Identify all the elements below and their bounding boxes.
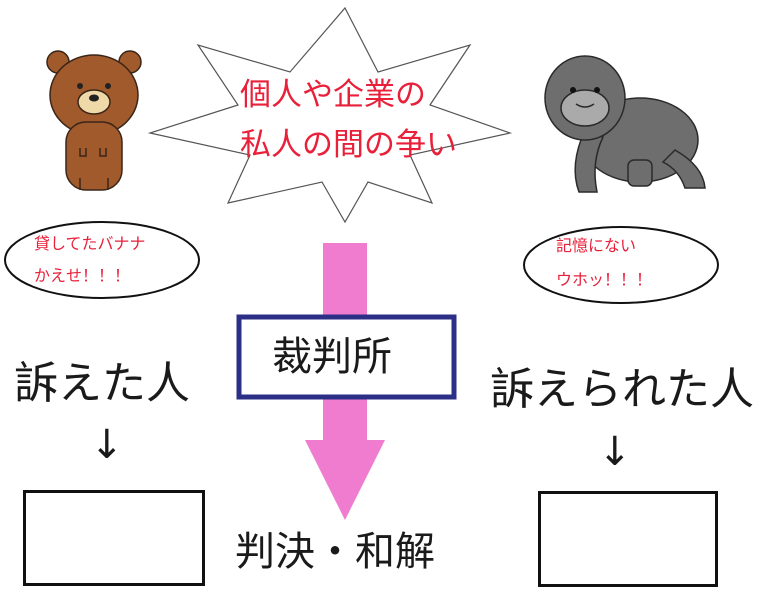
gorilla-bubble-line-2: ウホッ！！！ — [556, 270, 653, 289]
bear-bubble-line-1: 貸してたバナナ — [34, 234, 146, 253]
gorilla-bubble-line-1: 記憶にない — [556, 236, 637, 255]
bear-speech-bubble — [4, 221, 200, 299]
plaintiff-label: 訴えた人 — [14, 358, 190, 409]
gorilla-illustration — [544, 55, 706, 193]
defendant-label: 訴えられた人 — [490, 364, 754, 415]
burst-text-line-2: 私人の間の争い — [240, 127, 457, 163]
court-box — [236, 314, 457, 400]
court-label: 裁判所 — [272, 334, 392, 380]
bear-bubble-line-2: かえせ！！！ — [34, 266, 131, 285]
bear-illustration — [46, 50, 142, 191]
starburst-shape — [147, 6, 513, 224]
verdict-label: 判決・和解 — [235, 529, 435, 575]
plaintiff-down-arrow-icon: ↓ — [90, 422, 124, 468]
burst-text-line-1: 個人や企業の — [240, 77, 426, 113]
gorilla-speech-bubble — [523, 226, 719, 304]
plaintiff-answer-box[interactable] — [23, 490, 205, 586]
defendant-down-arrow-icon: ↓ — [598, 429, 632, 475]
defendant-answer-box[interactable] — [538, 491, 718, 587]
